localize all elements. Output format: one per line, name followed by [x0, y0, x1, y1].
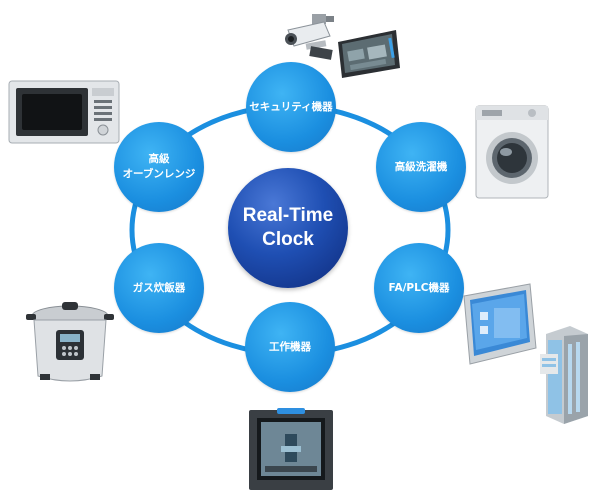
security-camera-icon — [285, 14, 334, 60]
node-machine-tools: 工作機器 — [245, 302, 335, 392]
node-fa-plc: FA/PLC機器 — [374, 243, 464, 333]
node-label-gas-rice-cooker: ガス炊飯器 — [132, 281, 186, 294]
microwave-oven-icon — [8, 80, 120, 144]
node-gas-rice-cooker: ガス炊飯器 — [114, 243, 204, 333]
node-washer: 高級洗濯機 — [376, 122, 466, 212]
node-security: セキュリティ機器 — [246, 62, 336, 152]
center-label: Real-Time Clock — [242, 205, 334, 250]
washing-machine-icon — [475, 105, 549, 199]
node-label-fa-plc: FA/PLC機器 — [388, 281, 450, 294]
building-icon — [540, 326, 588, 424]
node-label-washer: 高級洗濯機 — [394, 160, 448, 173]
node-label-security: セキュリティ機器 — [249, 100, 333, 113]
pressure-cooker-icon — [26, 302, 114, 382]
touch-panel-icon — [463, 283, 537, 365]
monitor-panel-icon — [338, 30, 400, 78]
node-label-machine-tools: 工作機器 — [269, 340, 311, 353]
center-node-real-time-clock: Real-Time Clock — [228, 168, 348, 288]
node-oven-range: 高級 オーブンレンジ — [114, 122, 204, 212]
3d-printer-icon — [249, 408, 333, 490]
node-label-oven-range: 高級 オーブンレンジ — [122, 153, 196, 180]
